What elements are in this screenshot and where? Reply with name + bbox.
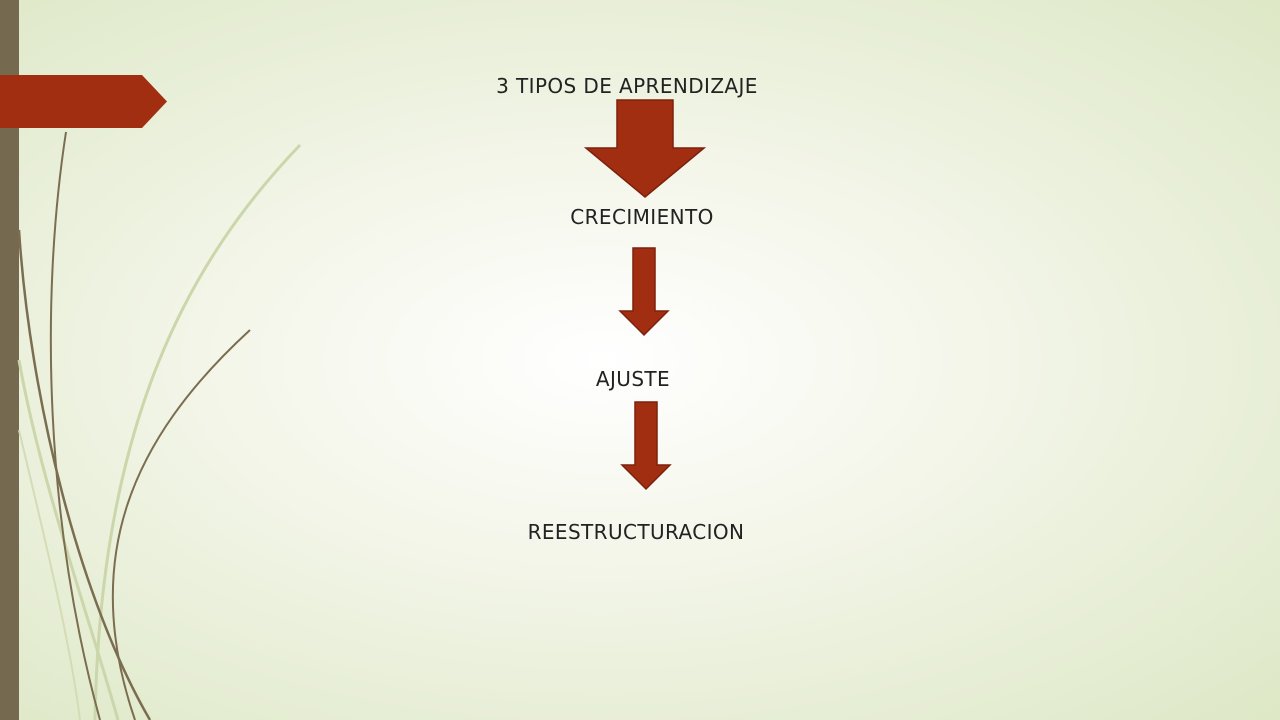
decorative-stem-dark: [111, 329, 251, 720]
node-label-tipos: 3 TIPOS DE APRENDIZAJE: [496, 74, 758, 98]
down-arrow-icon: [620, 401, 672, 491]
node-label-crecimiento: CRECIMIENTO: [570, 205, 714, 229]
decorative-stems: [17, 131, 302, 720]
decorative-stem-light: [18, 429, 81, 720]
left-accent-bar: [0, 0, 19, 720]
decorative-stem-dark: [49, 131, 101, 720]
decorative-stem-light: [93, 143, 302, 720]
title-tab-arrow: [0, 75, 167, 128]
down-arrow-icon: [618, 247, 670, 337]
down-arrow-icon: [584, 99, 706, 198]
node-label-ajuste: AJUSTE: [595, 367, 671, 391]
node-label-reestructuracion: REESTRUCTURACION: [527, 520, 745, 544]
decorative-stem-light: [17, 359, 120, 720]
decorative-stem-dark: [17, 229, 152, 720]
